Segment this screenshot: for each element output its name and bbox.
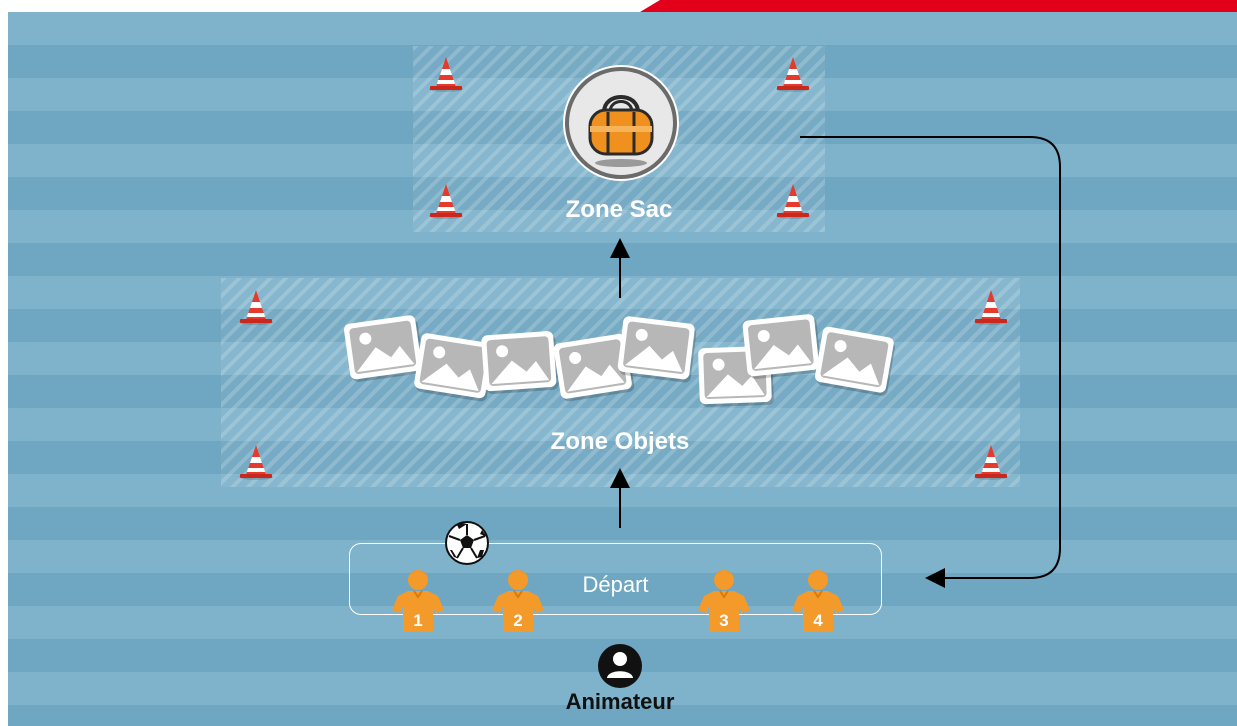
image-placeholder-icon <box>617 316 697 383</box>
image-placeholder-icon <box>343 315 424 382</box>
depart-label: Départ <box>582 572 649 597</box>
soccer-ball-icon <box>445 521 489 565</box>
cone-icon <box>239 445 273 480</box>
player-number: 1 <box>413 611 422 630</box>
player-2: 2 <box>488 566 548 636</box>
zone-objets-label: Zone Objets <box>550 428 690 455</box>
image-placeholder-icon <box>815 326 896 396</box>
animateur-label: Animateur <box>565 689 675 714</box>
image-placeholder-icon <box>481 331 559 395</box>
person-icon <box>598 644 642 688</box>
image-placeholder-icon <box>742 314 822 380</box>
zone-sac-label: Zone Sac <box>565 196 673 223</box>
player-3: 3 <box>694 566 754 636</box>
cone-icon <box>239 290 273 325</box>
player-1: 1 <box>388 566 448 636</box>
image-placeholder-icon <box>553 333 635 402</box>
player-icon: 2 <box>492 570 544 632</box>
player-icon: 1 <box>392 570 444 632</box>
player-number: 3 <box>719 611 728 630</box>
player-number: 4 <box>813 611 823 630</box>
sports-bag-icon <box>563 65 679 181</box>
player-4: 4 <box>788 566 848 636</box>
depart-box: Départ <box>349 543 882 615</box>
cone-icon <box>429 57 463 92</box>
cone-icon <box>429 184 463 219</box>
return-loop-line <box>800 136 1061 588</box>
player-icon: 4 <box>792 570 844 632</box>
cone-icon <box>776 184 810 219</box>
red-corner-accent <box>640 0 1237 12</box>
player-number: 2 <box>513 611 522 630</box>
cone-icon <box>974 290 1008 325</box>
image-placeholder-icon <box>414 333 494 402</box>
cone-icon <box>776 57 810 92</box>
player-icon: 3 <box>698 570 750 632</box>
cone-icon <box>974 445 1008 480</box>
